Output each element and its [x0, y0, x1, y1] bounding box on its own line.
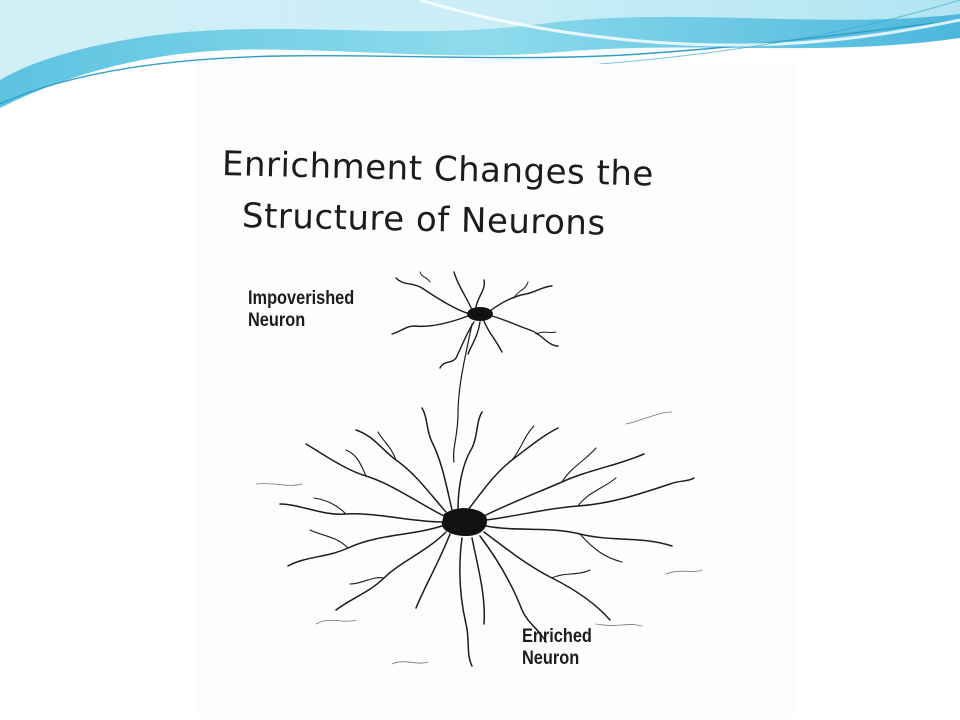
enriched-neuron-label: Enriched Neuron: [522, 626, 592, 670]
enriched-neuron-drawing: [255, 407, 703, 667]
enriched-label-line-2: Neuron: [522, 648, 580, 669]
impoverished-label-line-2: Neuron: [248, 310, 306, 331]
impoverished-neuron-label: Impoverished Neuron: [248, 288, 354, 332]
impoverished-label-line-1: Impoverished: [248, 288, 355, 309]
figure-title-line-2: Structure of Neurons: [241, 196, 607, 244]
neuron-drawings: [255, 271, 703, 667]
impoverished-neuron-drawing: [391, 271, 559, 463]
enriched-label-line-1: Enriched: [522, 626, 592, 647]
neuron-figure-panel: Enrichment Changes the Structure of Neur…: [196, 64, 796, 716]
